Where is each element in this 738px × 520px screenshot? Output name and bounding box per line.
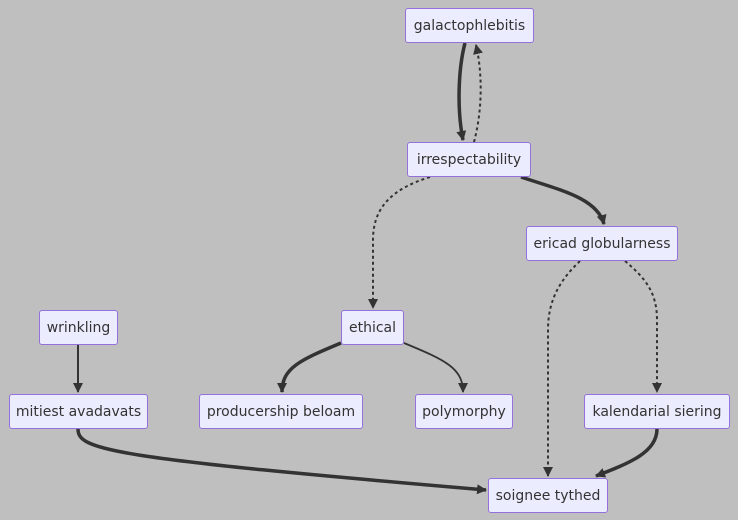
edge-kalendarial-to-soignee	[595, 428, 659, 478]
edge-ericad-to-kalendarial	[624, 260, 662, 393]
node-wrinkling: wrinkling	[39, 310, 118, 345]
node-mitiest-avadavats: mitiest avadavats	[9, 394, 148, 429]
edge-irrespectability-to-galactophlebitis	[473, 44, 483, 143]
edge-irrespectability-to-ethical	[368, 176, 431, 309]
node-label: soignee tythed	[495, 487, 601, 504]
node-label: irrespectability	[416, 151, 522, 168]
node-label: polymorphy	[422, 403, 506, 420]
node-galactophlebitis: galactophlebitis	[405, 8, 534, 43]
node-ericad-globularness: ericad globularness	[526, 226, 678, 261]
node-soignee-tythed: soignee tythed	[488, 478, 608, 513]
node-label: kalendarial siering	[592, 403, 722, 420]
edge-irrespectability-to-ericad	[520, 175, 607, 225]
edge-ethical-to-polymorphy	[403, 342, 468, 393]
node-label: mitiest avadavats	[15, 403, 142, 420]
edge-ericad-to-soignee	[543, 260, 581, 477]
node-label: producership beloam	[206, 403, 356, 420]
node-label: wrinkling	[46, 319, 111, 336]
node-kalendarial-siering: kalendarial siering	[584, 394, 730, 429]
edge-galactophlebitis-to-irrespectability	[456, 42, 467, 141]
node-label: ethical	[348, 319, 397, 336]
node-producership-beloam: producership beloam	[199, 394, 363, 429]
edge-mitiest-to-soignee	[76, 428, 487, 495]
node-label: galactophlebitis	[413, 17, 526, 34]
node-ethical: ethical	[341, 310, 404, 345]
node-label: ericad globularness	[533, 235, 671, 252]
edge-ethical-to-producership	[277, 341, 342, 393]
node-polymorphy: polymorphy	[415, 394, 513, 429]
node-irrespectability: irrespectability	[407, 142, 531, 177]
